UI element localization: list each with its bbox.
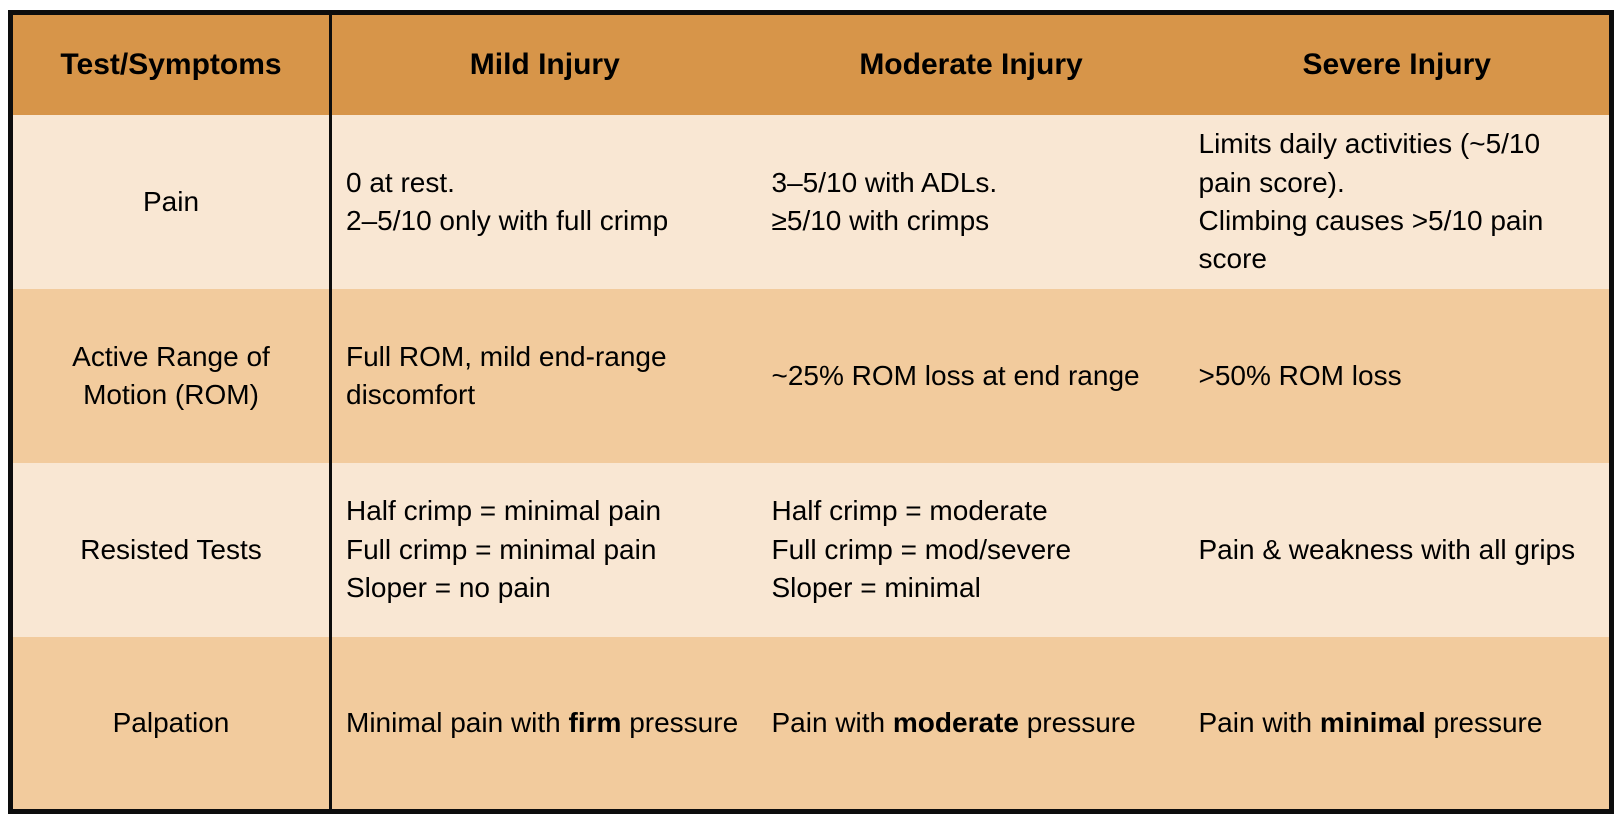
cell-text-line: >50% ROM loss <box>1198 359 1402 391</box>
cell-text-line: Pain & weakness with all grips <box>1198 533 1576 565</box>
cell-text-line: Climbing causes >5/10 pain score <box>1198 205 1544 275</box>
row-label: Active Range of Motion (ROM) <box>10 289 332 463</box>
cell-text-line: Full crimp = minimal pain <box>346 533 657 565</box>
table-row-pain: Pain 0 at rest. 2–5/10 only with full crim… <box>10 115 1612 289</box>
table-cell: Pain with moderate pressure <box>757 637 1185 811</box>
row-label: Pain <box>10 115 332 289</box>
row-label: Resisted Tests <box>10 463 332 637</box>
table-cell: Pain & weakness with all grips <box>1184 463 1612 637</box>
table-cell: Minimal pain with firm pressure <box>330 637 758 811</box>
cell-text-line: Full crimp = mod/severe <box>771 533 1072 565</box>
cell-text-line: Sloper = minimal <box>771 572 981 604</box>
table-cell: 0 at rest. 2–5/10 only with full crimp <box>330 115 758 289</box>
table-cell: Limits daily activities (~5/10 pain scor… <box>1184 115 1612 289</box>
column-header-test-symptoms: Test/Symptoms <box>10 12 332 115</box>
table-cell: Full ROM, mild end-range discomfort <box>330 289 758 463</box>
column-header-mild-injury: Mild Injury <box>330 12 758 115</box>
cell-text-line: Pain with moderate pressure <box>771 706 1136 738</box>
cell-text-line: Full ROM, mild end-range discomfort <box>346 340 667 410</box>
cell-text-line: 3–5/10 with ADLs. <box>771 166 998 198</box>
cell-text-line: Minimal pain with firm pressure <box>346 706 739 738</box>
table-body: Pain 0 at rest. 2–5/10 only with full crim… <box>10 115 1612 811</box>
table-row-palpation: Palpation Minimal pain with firm pressure… <box>10 637 1612 811</box>
cell-text-line: 0 at rest. <box>346 166 455 198</box>
cell-text-line: ≥5/10 with crimps <box>771 205 990 236</box>
table-cell: 3–5/10 with ADLs. ≥5/10 with crimps <box>757 115 1185 289</box>
cell-text-line: 2–5/10 only with full crimp <box>346 205 669 236</box>
column-header-severe-injury: Severe Injury <box>1184 12 1612 115</box>
cell-text-line: Half crimp = minimal pain <box>346 495 662 527</box>
cell-text-line: Half crimp = moderate <box>771 495 1048 527</box>
cell-text-line: Limits daily activities (~5/10 pain scor… <box>1198 128 1541 198</box>
table-cell: >50% ROM loss <box>1184 289 1612 463</box>
table-cell: ~25% ROM loss at end range <box>757 289 1185 463</box>
cell-text-line: ~25% ROM loss at end range <box>771 359 1140 391</box>
cell-text-line: Pain with minimal pressure <box>1198 706 1543 738</box>
table-cell: Pain with minimal pressure <box>1184 637 1612 811</box>
column-header-moderate-injury: Moderate Injury <box>757 12 1185 115</box>
cell-text-line: Sloper = no pain <box>346 572 551 604</box>
table-row-active-range-of-motion-rom-: Active Range of Motion (ROM)Full ROM, mi… <box>10 289 1612 463</box>
row-label: Palpation <box>10 637 332 811</box>
